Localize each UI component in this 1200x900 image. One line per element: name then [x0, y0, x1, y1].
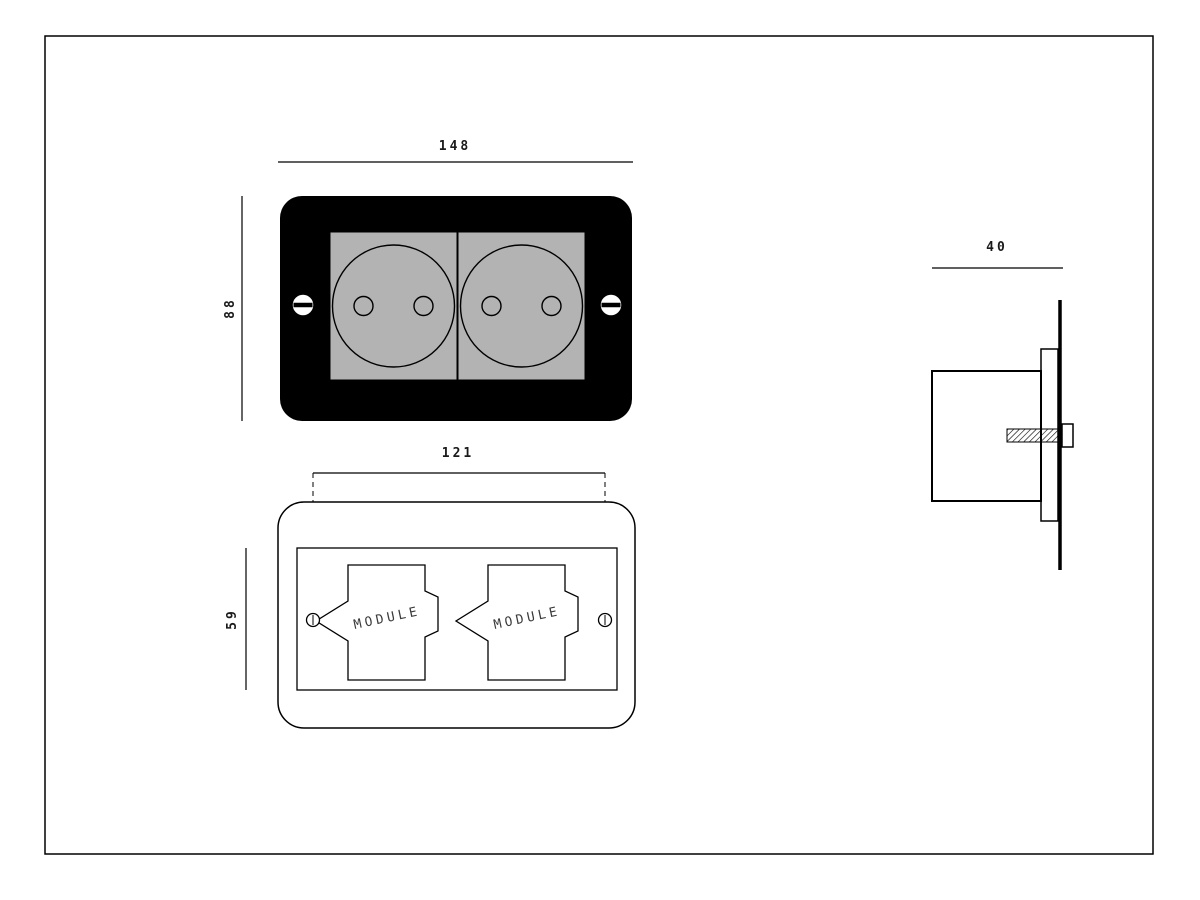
front-height-dim-label: 88	[223, 297, 238, 319]
hole-spacing-dim-label: 121	[442, 446, 474, 461]
socket-pin-hole-right-2	[541, 295, 562, 317]
socket-pin-hole-left-2	[413, 295, 434, 317]
sheet-frame	[44, 35, 1154, 855]
rear-inner-frame	[296, 547, 618, 691]
rear-height-dimension: 59	[225, 548, 247, 690]
fixing-hole-right	[597, 612, 613, 628]
rear-view: 121 59 MODULE MODULE	[225, 446, 636, 729]
socket-circle-right	[459, 244, 584, 368]
socket-recess-left	[329, 231, 458, 381]
front-width-dim-label: 148	[439, 139, 471, 154]
front-view: 148 88	[223, 139, 633, 421]
front-width-dimension: 148	[278, 139, 633, 163]
depth-dimension: 40	[932, 240, 1063, 269]
socket-pin-hole-left-1	[353, 295, 374, 317]
socket-circle-left	[331, 244, 456, 368]
mounting-screw-right	[599, 293, 623, 317]
depth-dim-label: 40	[986, 240, 1008, 255]
screw-shaft	[1006, 428, 1060, 443]
rear-height-dim-label: 59	[225, 608, 240, 630]
hole-spacing-dimension: 121	[312, 446, 606, 612]
socket-pin-hole-right-1	[481, 295, 502, 317]
socket-recess-right	[457, 231, 586, 381]
module-cutout-left	[314, 564, 439, 681]
side-view: 40	[931, 240, 1074, 570]
module-cutout-right	[454, 564, 579, 681]
mounting-screw-left	[291, 293, 315, 317]
fixing-hole-left	[305, 612, 321, 628]
screw-head	[1061, 423, 1074, 448]
front-height-dimension: 88	[223, 196, 243, 421]
